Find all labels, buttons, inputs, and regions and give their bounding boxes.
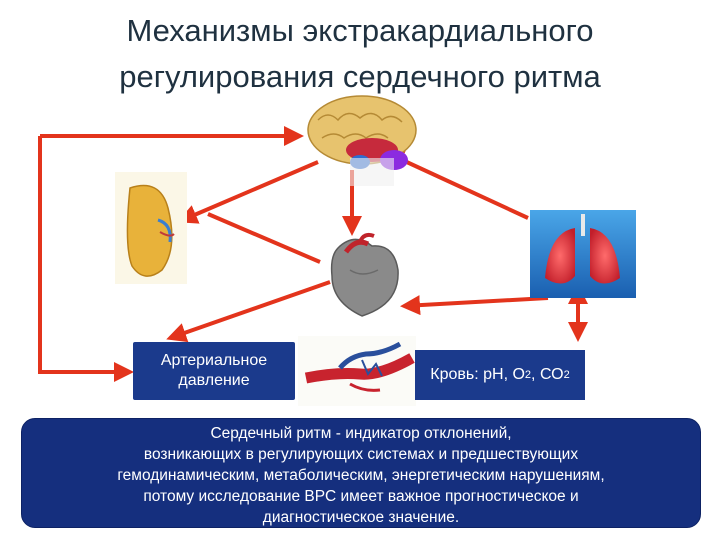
arrows-group [38, 126, 588, 382]
adrenal-gland-image [115, 172, 187, 284]
lungs-image [530, 210, 636, 298]
info-line-2: возникающих в регулирующих системах и пр… [143, 446, 579, 463]
title-line-1: Механизмы экстракардиального [126, 13, 594, 48]
blood-mid: , СО [531, 366, 564, 383]
title-line-2: регулирования сердечного ритма [119, 59, 601, 94]
blood-prefix: Кровь: рН, О [430, 366, 525, 383]
arrow-adrenal-brain [177, 160, 319, 224]
info-panel: Сердечный ритм - индикатор отклонений, в… [21, 418, 701, 528]
arrow-heart-adrenal [207, 212, 321, 264]
brain-image [307, 95, 417, 186]
arrow-heart-pressure [166, 280, 331, 343]
arrow-blood-heart [400, 295, 549, 316]
info-line-3: гемодинамическим, метаболическим, энерге… [117, 467, 605, 484]
blood-sub-1: 2 [524, 369, 532, 381]
pressure-line-1: Артериальное [160, 352, 268, 369]
blood-vessels-image [298, 336, 416, 406]
info-line-4: потому исследование ВРС имеет важное про… [143, 488, 579, 505]
pressure-feedback-line [38, 136, 134, 382]
pressure-box [133, 342, 295, 400]
info-line-5: диагностическое значение. [262, 509, 460, 526]
heart-image [330, 232, 399, 317]
blood-sub-2: 2 [563, 369, 570, 381]
page-title: Механизмы экстракардиального регулирован… [0, 8, 720, 100]
arrow-brain-lungs [383, 150, 529, 220]
pressure-line-2: давление [178, 372, 250, 389]
pressure-box-label: Артериальное давление [133, 342, 295, 400]
info-line-1: Сердечный ритм - индикатор отклонений, [210, 425, 512, 442]
